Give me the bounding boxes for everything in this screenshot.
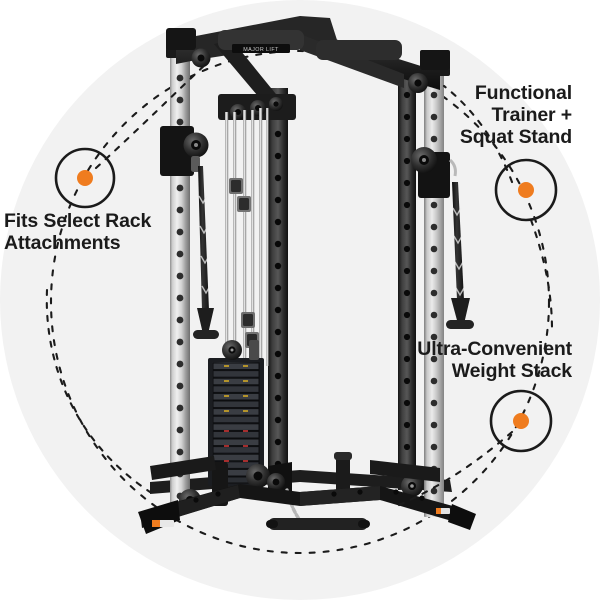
rear-center-upright	[268, 88, 288, 488]
callout-marker-fits-select-rack-attachments[interactable]	[54, 147, 116, 209]
lat-bar	[268, 518, 368, 530]
callout-markers	[54, 147, 558, 453]
connector-rack-attachments-lower	[45, 288, 152, 494]
brand-plate-text: MAJOR LIFT	[243, 47, 279, 53]
top-beam-assembly: MAJOR LIFT	[166, 16, 450, 108]
callout-marker-ultra-convenient-weight-stack[interactable]	[489, 389, 553, 453]
product-illustration: MAJOR LIFT	[138, 16, 476, 534]
upper-pulley-cluster	[218, 94, 296, 120]
connector-weight-stack	[390, 430, 514, 510]
weight-stack	[208, 340, 264, 486]
left-cable-handle	[193, 166, 219, 339]
connector-trainer	[442, 84, 514, 184]
brand-plate	[232, 44, 290, 53]
front-right-upright	[411, 50, 457, 517]
backdrop-dashed-ellipse	[49, 49, 551, 555]
right-cable-handle	[446, 182, 474, 329]
callout-dot	[513, 413, 529, 429]
cable-guide-rods	[225, 108, 269, 366]
connector-trainer-down	[529, 218, 554, 332]
upright-accessory-post	[334, 452, 352, 492]
weight-number-strip	[224, 365, 248, 412]
callout-dot	[77, 170, 93, 186]
weight-number-strip-red	[224, 430, 248, 462]
callout-connectors	[45, 62, 554, 510]
base-frame-front	[138, 456, 476, 534]
callout-dot	[518, 182, 534, 198]
rear-right-upright	[398, 70, 416, 490]
callout-marker-functional-trainer-squat-stand[interactable]	[494, 158, 558, 222]
connector-rack-attachments	[94, 62, 208, 170]
weight-plates	[212, 362, 260, 484]
